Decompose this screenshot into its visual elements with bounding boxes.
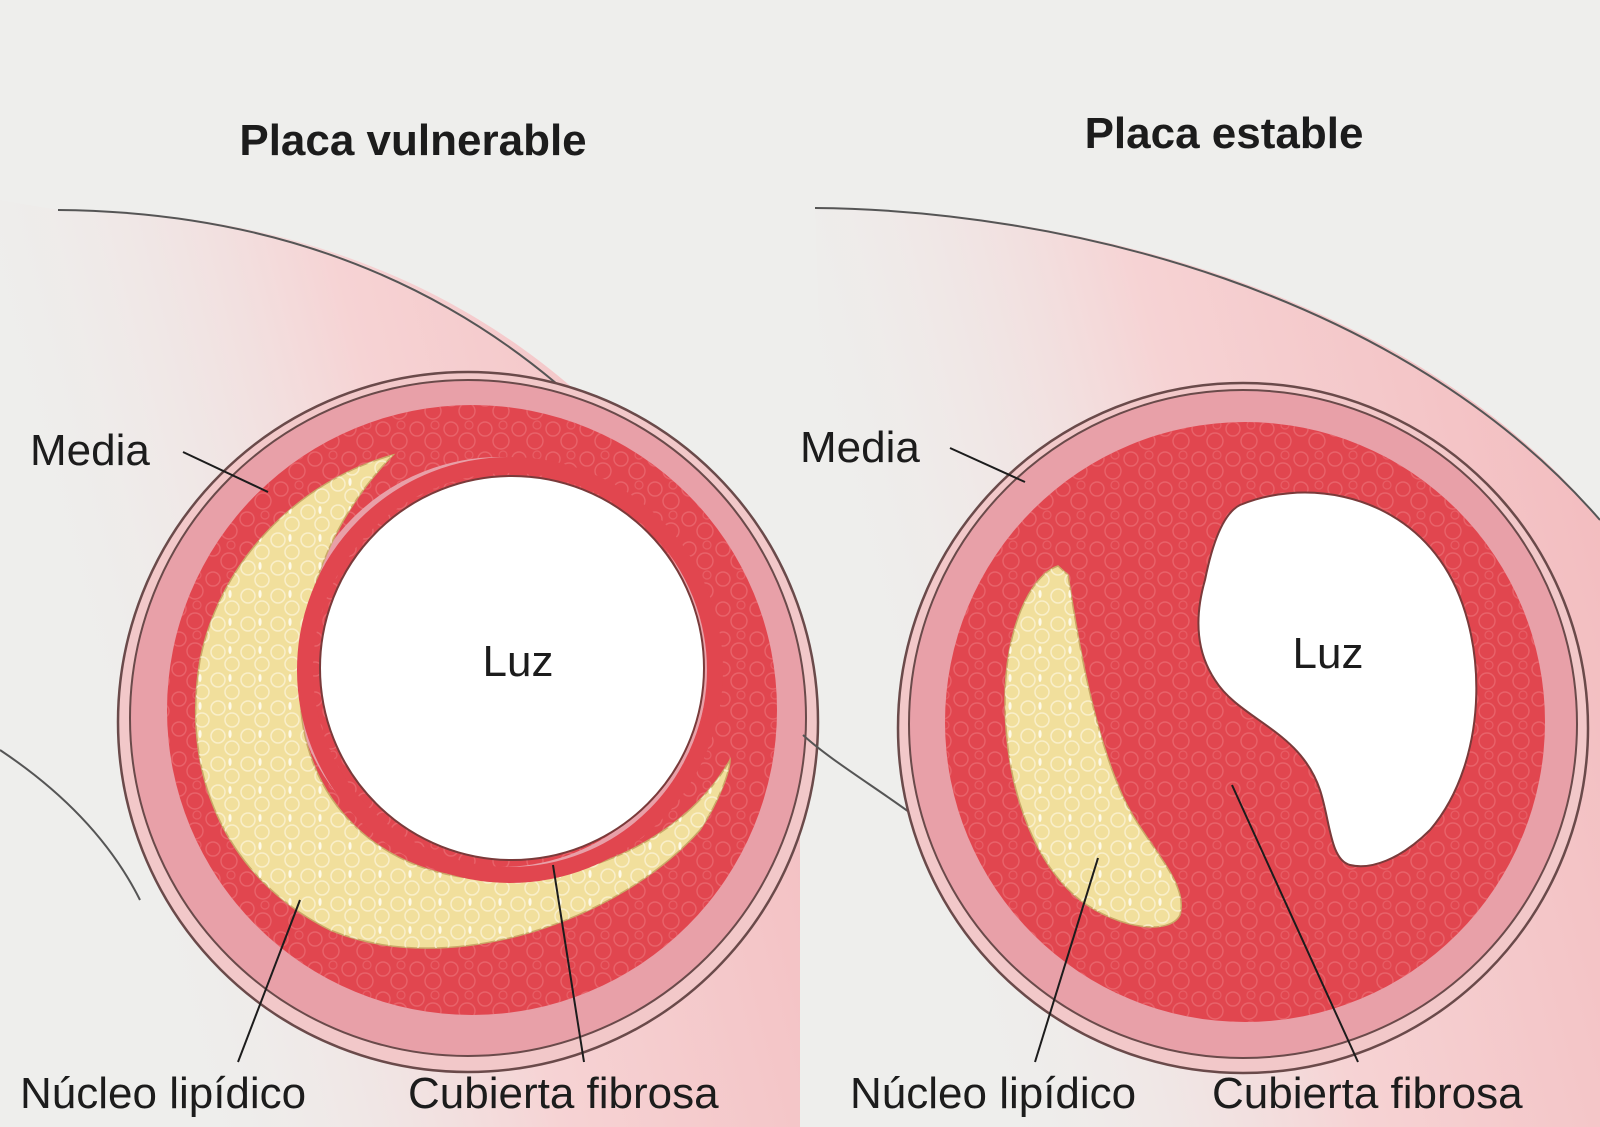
- right-lipid-label: Núcleo lipídico: [850, 1069, 1136, 1118]
- stable-plaque-illustration: [800, 207, 1600, 1127]
- right-lipid-leader: [1034, 857, 1099, 1063]
- right-media-leader: [949, 447, 1026, 483]
- vessel-lower-edge-right: [802, 734, 921, 821]
- thin-fibrous-cap: [297, 457, 723, 883]
- right-lumen-label: Luz: [1293, 629, 1364, 678]
- left-cap-leader: [552, 864, 585, 1063]
- left-cap-label: Cubierta fibrosa: [408, 1069, 719, 1118]
- left-media-label: Media: [30, 426, 150, 475]
- left-lipid-leader: [237, 899, 301, 1063]
- lumen: [319, 475, 705, 861]
- left-lumen-label: Luz: [483, 637, 554, 686]
- vessel-lower-edge-left: [0, 749, 141, 901]
- vessel-upper-edge-right: [814, 207, 1600, 521]
- lumen: [1197, 491, 1478, 868]
- right-cap-leader: [1231, 784, 1359, 1063]
- vulnerable-plaque-illustration: [0, 200, 820, 1127]
- right-cap-label: Cubierta fibrosa: [1212, 1069, 1523, 1118]
- left-title: Placa vulnerable: [239, 116, 586, 165]
- right-title: Placa estable: [1085, 109, 1364, 158]
- left-media-leader: [182, 451, 269, 493]
- left-lipid-label: Núcleo lipídico: [20, 1069, 306, 1118]
- right-media-label: Media: [800, 423, 920, 472]
